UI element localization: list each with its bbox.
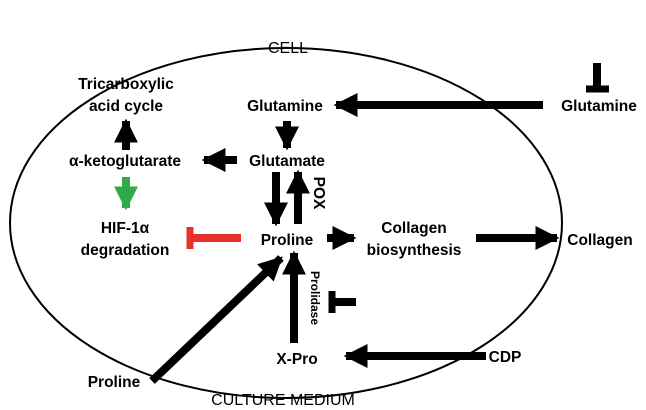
culture-medium-label: CULTURE MEDIUM bbox=[211, 392, 355, 409]
arrow-proline-uptake bbox=[149, 255, 284, 384]
inhibitor-glutamine-uptake bbox=[586, 63, 609, 93]
proline-intracellular-label: Proline bbox=[261, 232, 314, 249]
inhibitor-proline-to-hif-degradation bbox=[186, 227, 241, 249]
alpha-ketoglutarate-label: α-ketoglutarate bbox=[69, 153, 181, 170]
collagen-biosynthesis-label-line1: Collagen bbox=[381, 220, 446, 237]
x-pro-label: X-Pro bbox=[276, 351, 317, 368]
collagen-label: Collagen bbox=[567, 232, 632, 249]
glutamine-extracellular-label: Glutamine bbox=[561, 98, 637, 115]
proline-extracellular-label: Proline bbox=[88, 374, 141, 391]
hif-label-line2: degradation bbox=[81, 242, 170, 259]
inhibitor-prolidase bbox=[328, 291, 356, 313]
cell-membrane bbox=[9, 47, 563, 399]
tca-cycle-label-line2: acid cycle bbox=[89, 98, 163, 115]
glutamine-intracellular-label: Glutamine bbox=[247, 98, 323, 115]
glutamate-label: Glutamate bbox=[249, 153, 325, 170]
cell-label: CELL bbox=[268, 40, 308, 57]
cdp-label: CDP bbox=[489, 349, 522, 366]
prolidase-label: Prolidase bbox=[308, 271, 322, 325]
tca-cycle-label-line1: Tricarboxylic bbox=[78, 76, 174, 93]
collagen-biosynthesis-label-line2: biosynthesis bbox=[367, 242, 462, 259]
hif-label-line1: HIF-1α bbox=[101, 220, 150, 237]
pox-label: POX bbox=[310, 177, 327, 210]
